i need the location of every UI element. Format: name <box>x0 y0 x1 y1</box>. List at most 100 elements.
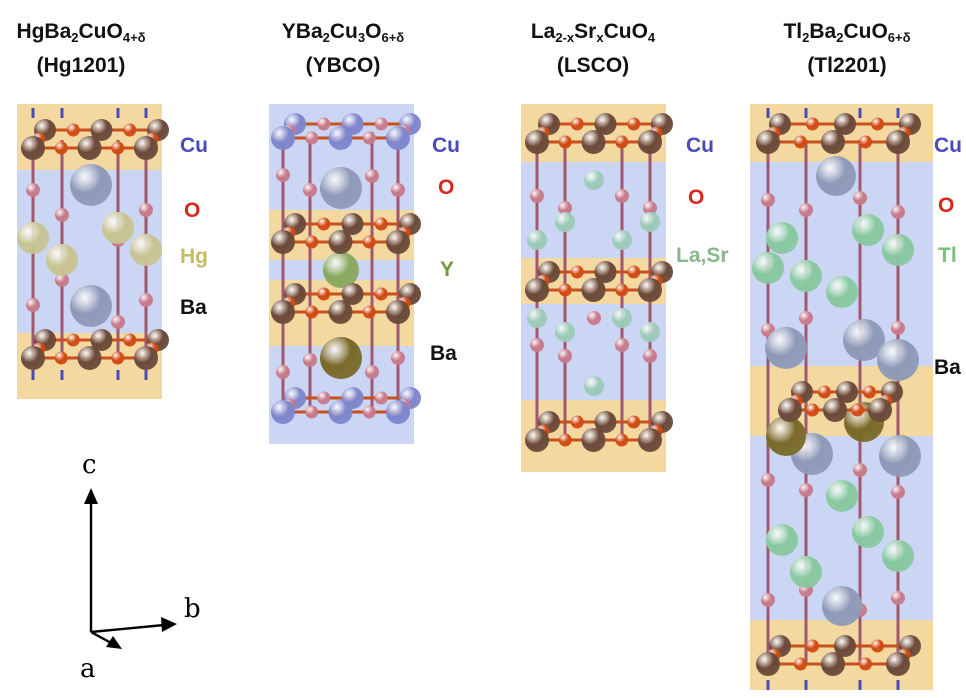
oxygen-atom <box>851 403 864 417</box>
oxygen-atom <box>799 483 813 497</box>
lanthanum-strontium-atom <box>527 230 547 250</box>
oxygen-atom <box>123 333 137 347</box>
barium-atom <box>766 416 806 456</box>
hg1201-formula: HgBa2CuO4+δ <box>16 20 146 45</box>
copper-atom <box>886 130 910 154</box>
oxygen-atom <box>871 117 884 131</box>
mercury-atom <box>46 244 78 276</box>
ybco-label-o: O <box>438 176 455 199</box>
barium-atom <box>320 337 362 379</box>
oxygen-atom <box>374 287 388 301</box>
lsco-abbrev: (LSCO) <box>556 54 630 77</box>
copper-atom <box>581 278 606 302</box>
oxygen-atom <box>627 265 641 279</box>
oxygen-atom <box>530 338 544 352</box>
barium-atom <box>879 435 921 477</box>
tl2201-label-ba: Ba <box>934 356 961 379</box>
copper-chain-atom <box>328 126 353 150</box>
thallium-atom <box>752 252 784 284</box>
oxygen-atom <box>558 201 572 215</box>
oxygen-atom <box>362 131 376 145</box>
thallium-atom <box>826 480 858 512</box>
oxygen-atom <box>853 191 867 205</box>
b-axis-arrow <box>90 623 165 634</box>
oxygen-atom <box>891 205 905 219</box>
oxygen-atom <box>859 135 872 149</box>
thallium-atom <box>852 214 884 246</box>
copper-atom <box>834 635 856 657</box>
lanthanum-strontium-atom <box>612 308 632 328</box>
ybco-title: YBa2Cu3O6+δ (YBCO) <box>262 18 424 80</box>
copper-atom <box>525 428 549 452</box>
mercury-atom <box>130 234 162 266</box>
lsco-label-o: O <box>688 186 705 209</box>
oxygen-atom <box>558 349 572 363</box>
tl2201-title: Tl2Ba2CuO6+δ (Tl2201) <box>752 18 942 80</box>
c-axis-label: c <box>82 450 97 480</box>
oxygen-atom <box>303 183 317 197</box>
oxygen-atom <box>615 135 629 149</box>
oxygen-atom <box>615 433 629 447</box>
axis-triad <box>84 488 177 649</box>
lanthanum-strontium-atom <box>527 308 547 328</box>
oxygen-atom <box>54 351 68 365</box>
copper-atom <box>77 136 102 160</box>
lanthanum-strontium-atom <box>584 376 604 396</box>
ybco-formula: YBa2Cu3O6+δ <box>281 20 405 45</box>
barium-atom <box>70 285 112 327</box>
hg1201-label-o: O <box>184 199 201 222</box>
oxygen-atom <box>111 141 125 155</box>
copper-atom <box>271 230 295 254</box>
oxygen-atom <box>276 168 290 182</box>
ybco-label-y: Y <box>440 258 455 281</box>
barium-atom <box>877 339 919 381</box>
lanthanum-strontium-atom <box>640 322 660 342</box>
oxygen-atom <box>362 235 376 249</box>
copper-atom <box>594 113 617 135</box>
oxygen-atom <box>615 283 629 297</box>
copper-atom <box>581 130 606 154</box>
hg1201-abbrev: (Hg1201) <box>36 54 126 77</box>
tl2201-label-o: O <box>938 194 955 217</box>
thallium-atom <box>766 222 798 254</box>
thallium-atom <box>852 516 884 548</box>
oxygen-atom <box>799 203 813 217</box>
copper-atom <box>525 130 549 154</box>
copper-atom <box>525 278 549 302</box>
a-axis-arrowhead <box>106 636 122 649</box>
oxygen-atom <box>891 321 905 335</box>
oxygen-atom <box>806 639 819 653</box>
oxygen-atom <box>374 217 388 231</box>
copper-atom <box>328 230 353 254</box>
barium-atom <box>843 319 885 361</box>
copper-atom <box>341 213 364 235</box>
copper-atom <box>821 130 845 154</box>
oxygen-atom <box>891 591 905 605</box>
tl2201-abbrev: (Tl2201) <box>807 54 887 77</box>
a-axis-label: a <box>80 654 96 684</box>
oxygen-atom <box>391 351 405 365</box>
oxygen-atom <box>615 189 629 203</box>
copper-atom <box>594 261 617 283</box>
ybco-label-cu: Cu <box>432 134 460 157</box>
copper-atom <box>886 652 910 676</box>
oxygen-atom <box>374 391 388 405</box>
copper-chain-atom <box>328 400 353 424</box>
oxygen-atom <box>615 338 629 352</box>
barium-atom <box>822 586 862 626</box>
copper-atom <box>271 300 295 324</box>
copper-atom <box>756 652 780 676</box>
oxygen-atom <box>570 117 584 131</box>
oxygen-atom <box>276 365 290 379</box>
oxygen-atom <box>362 305 376 319</box>
b-axis-label: b <box>184 594 201 624</box>
yttrium-atom <box>323 252 359 288</box>
copper-atom <box>821 652 845 676</box>
copper-atom <box>90 329 113 351</box>
copper-atom <box>386 230 410 254</box>
thallium-atom <box>790 260 822 292</box>
lanthanum-strontium-atom <box>584 170 604 190</box>
oxygen-atom <box>123 123 137 137</box>
oxygen-atom <box>362 405 376 419</box>
